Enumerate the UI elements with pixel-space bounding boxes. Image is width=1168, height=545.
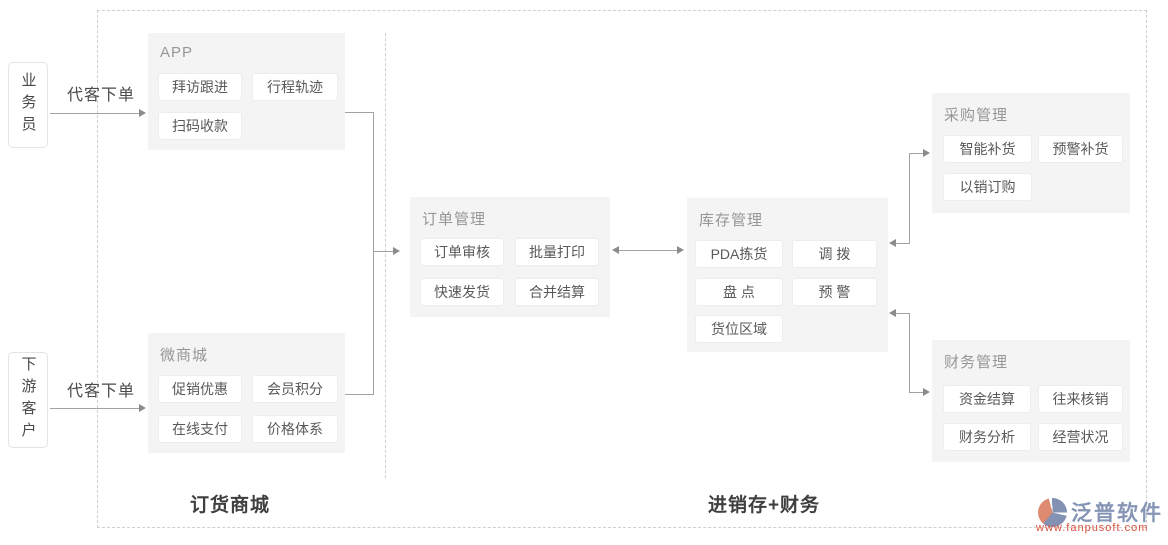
online-payment-button[interactable]: 在线支付 [158, 415, 242, 443]
connector-line [50, 408, 139, 409]
merge-settle-button[interactable]: 合并结算 [515, 278, 599, 306]
connector-line [896, 313, 910, 314]
arrow-label-order-on-behalf-bottom: 代客下单 [66, 383, 135, 400]
stocktake-button[interactable]: 盘 点 [695, 278, 783, 306]
member-points-button[interactable]: 会员积分 [252, 375, 338, 403]
app-panel: APP 拜访跟进 行程轨迹 扫码收款 [148, 33, 345, 150]
connector-line [909, 313, 910, 393]
connector-line [374, 251, 394, 252]
arrow-left-icon [889, 309, 896, 317]
finance-management-panel-title: 财务管理 [944, 354, 1009, 371]
smart-replenish-button[interactable]: 智能补货 [943, 135, 1032, 163]
visit-follow-button[interactable]: 拜访跟进 [158, 73, 242, 101]
transfer-button[interactable]: 调 拨 [792, 240, 877, 268]
connector-line [619, 250, 677, 251]
route-track-button[interactable]: 行程轨迹 [252, 73, 338, 101]
arrow-right-icon [393, 247, 400, 255]
micro-mall-panel-title: 微商城 [160, 347, 209, 364]
arrow-right-icon [677, 246, 684, 254]
actor-salesperson-box: 业务员 [8, 62, 48, 148]
operation-status-button[interactable]: 经营状况 [1038, 423, 1123, 451]
actor-downstream-customer-box: 下游客户 [8, 352, 48, 448]
connector-line [345, 394, 374, 395]
order-by-sales-button[interactable]: 以销订购 [943, 173, 1032, 201]
pie-circle-icon [1038, 498, 1067, 527]
arrow-right-icon [139, 404, 146, 412]
fast-ship-button[interactable]: 快速发货 [420, 278, 504, 306]
app-panel-title: APP [160, 44, 194, 61]
outer-dashed-border [97, 10, 1147, 528]
reconciliation-button[interactable]: 往来核销 [1038, 385, 1123, 413]
section-label-ordering-mall: 订货商城 [189, 495, 270, 516]
finance-analysis-button[interactable]: 财务分析 [943, 423, 1031, 451]
arrow-left-icon [889, 239, 896, 247]
connector-line [373, 112, 374, 395]
order-management-panel-title: 订单管理 [422, 211, 487, 228]
logo-name: 泛普软件 [1071, 502, 1163, 525]
finance-management-panel: 财务管理 资金结算 往来核销 财务分析 经营状况 [932, 340, 1130, 462]
fanpu-logo: 泛普软件 www.fanpusoft.com [1036, 496, 1168, 538]
price-system-button[interactable]: 价格体系 [252, 415, 338, 443]
connector-line [910, 153, 924, 154]
arrow-right-icon [923, 149, 930, 157]
bin-area-button[interactable]: 货位区域 [695, 315, 783, 343]
purchase-management-panel-title: 采购管理 [944, 107, 1009, 124]
logo-url-link[interactable]: www.fanpusoft.com [1036, 522, 1149, 534]
inventory-management-panel: 库存管理 PDA拣货 调 拨 盘 点 预 警 货位区域 [687, 198, 888, 352]
alert-button[interactable]: 预 警 [792, 278, 877, 306]
connector-line [345, 112, 374, 113]
pda-picking-button[interactable]: PDA拣货 [695, 240, 783, 268]
inventory-management-panel-title: 库存管理 [699, 212, 764, 229]
connector-line [909, 153, 910, 244]
section-divider-dashed-line [385, 33, 386, 478]
connector-line [50, 113, 139, 114]
arrow-right-icon [139, 109, 146, 117]
alert-replenish-button[interactable]: 预警补货 [1038, 135, 1123, 163]
fund-settlement-button[interactable]: 资金结算 [943, 385, 1031, 413]
micro-mall-panel: 微商城 促销优惠 会员积分 在线支付 价格体系 [148, 333, 345, 453]
batch-print-button[interactable]: 批量打印 [515, 238, 599, 266]
purchase-management-panel: 采购管理 智能补货 预警补货 以销订购 [932, 93, 1130, 213]
scan-collect-button[interactable]: 扫码收款 [158, 112, 242, 140]
connector-line [910, 392, 924, 393]
section-label-invoicing-finance: 进销存+财务 [707, 495, 821, 516]
connector-line [896, 243, 910, 244]
order-management-panel: 订单管理 订单审核 批量打印 快速发货 合并结算 [410, 197, 610, 317]
arrow-label-order-on-behalf-top: 代客下单 [66, 87, 135, 104]
arrow-right-icon [923, 388, 930, 396]
order-review-button[interactable]: 订单审核 [420, 238, 504, 266]
promo-discount-button[interactable]: 促销优惠 [158, 375, 242, 403]
arrow-left-icon [612, 246, 619, 254]
